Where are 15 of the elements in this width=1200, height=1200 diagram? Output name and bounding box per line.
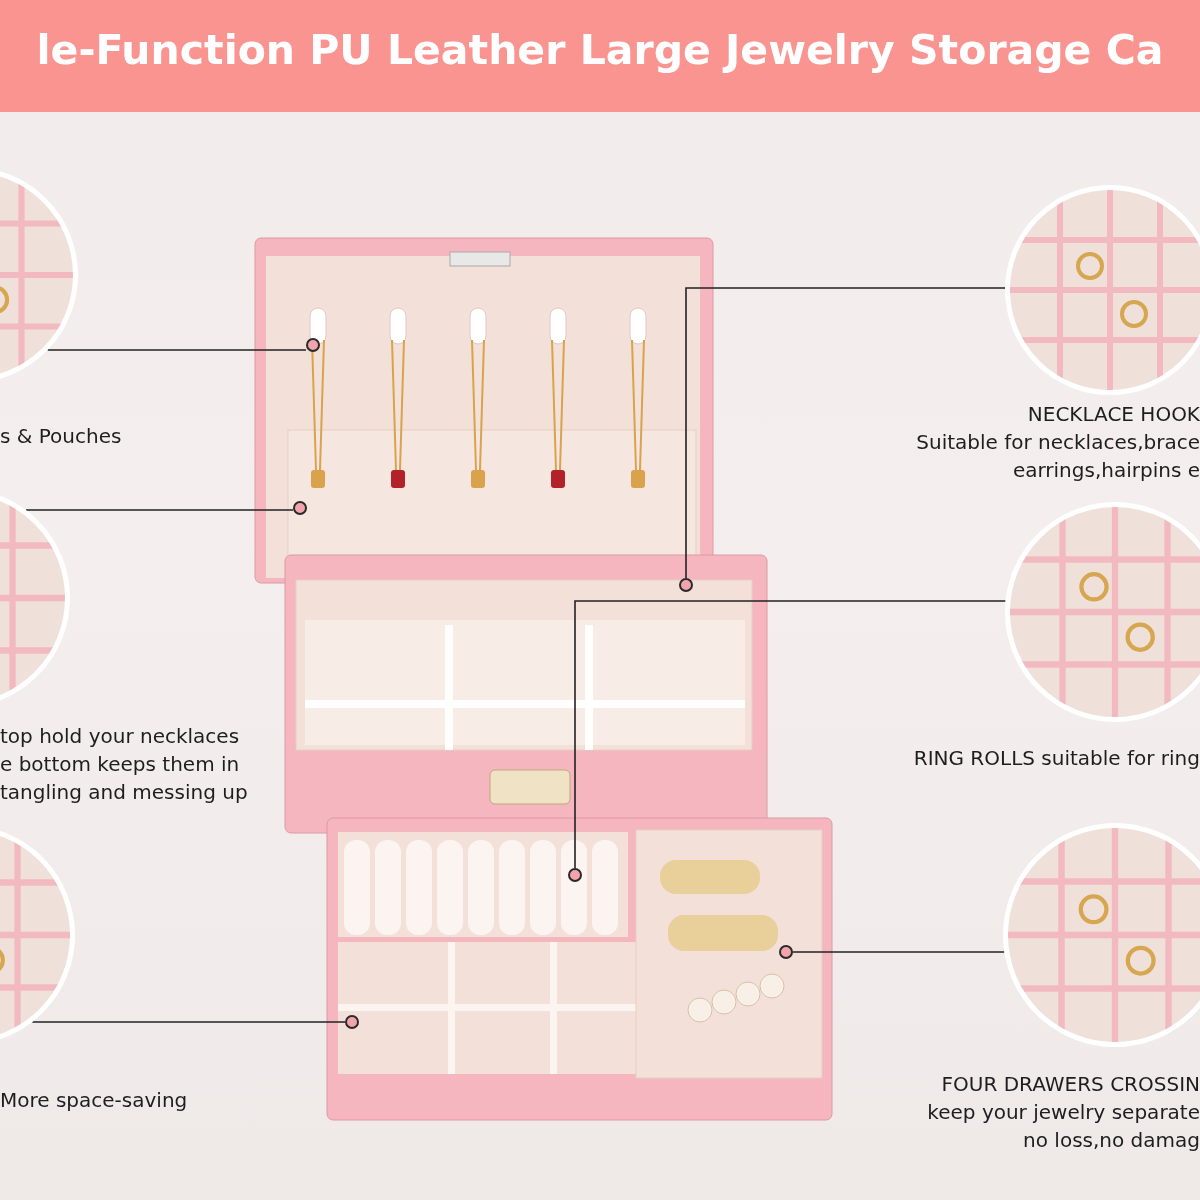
title: le-Function PU Leather Large Jewelry Storage Ca xyxy=(35,26,1165,74)
callout-label: Suitable for necklaces,brace earrings,hairpins e xyxy=(915,429,1200,484)
caption-heading: NECKLACE HOOK xyxy=(1026,401,1200,428)
callout-label: keep your jewelry separate no loss,no damag xyxy=(926,1099,1200,1154)
callout-label: s & Pouches xyxy=(0,423,123,450)
leader-line xyxy=(31,1021,346,1023)
callout-label: RING ROLLS suitable for ring xyxy=(912,745,1200,772)
callout-label: More space-saving xyxy=(0,1087,189,1114)
caption-heading: FOUR DRAWERS CROSSIN xyxy=(940,1071,1200,1098)
callout-label: top hold your necklaces e bottom keeps them in tangling and messing up xyxy=(0,723,249,806)
leader-line xyxy=(46,349,307,351)
leader-line xyxy=(25,509,294,511)
leader-line xyxy=(685,287,1006,579)
leader-line xyxy=(574,600,1007,869)
leader-line xyxy=(792,951,1006,953)
